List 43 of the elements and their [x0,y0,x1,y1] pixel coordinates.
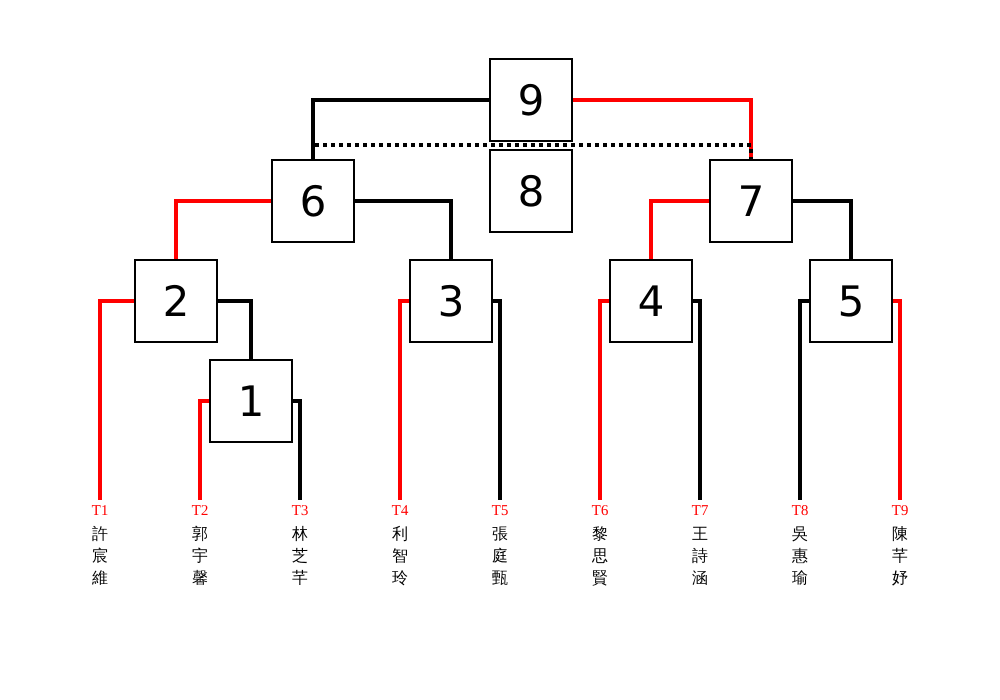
seed-label: T8 [792,503,808,520]
player-name: 黎思賢 [592,523,608,589]
match-box: 7 [709,159,793,243]
seed-label: T4 [392,503,408,520]
match-box: 8 [489,149,573,233]
bracket-line [355,199,453,259]
match-box: 1 [209,359,293,443]
bracket-line [98,299,134,500]
match-box: 9 [489,58,573,142]
dotted-connector [311,143,753,159]
match-box: 6 [271,159,355,243]
seed-label: T5 [492,503,508,520]
player-name: 林芝芊 [292,523,308,589]
bracket-line [198,399,209,500]
bracket-line [293,399,302,500]
seed-label: T9 [892,503,908,520]
player-name: 張庭甄 [492,523,508,589]
player-name: 吳惠瑜 [792,523,808,589]
bracket-line [798,299,809,500]
seed-label: T7 [692,503,708,520]
bracket-line [398,299,409,500]
bracket-line [893,299,902,500]
match-box: 5 [809,259,893,343]
player-name: 陳芊妤 [892,523,908,589]
bracket-line [693,299,702,500]
seed-label: T6 [592,503,608,520]
bracket-line [218,299,253,359]
bracket-line [174,199,271,259]
match-box: 2 [134,259,218,343]
bracket-line [598,299,609,500]
seed-label: T3 [292,503,308,520]
match-box: 3 [409,259,493,343]
player-name: 郭宇馨 [192,523,208,589]
seed-label: T2 [192,503,208,520]
bracket-line [649,199,709,259]
player-name: 利智玲 [392,523,408,589]
bracket-line [793,199,853,259]
match-box: 4 [609,259,693,343]
player-name: 許宸維 [92,523,108,589]
player-name: 王詩涵 [692,523,708,589]
seed-label: T1 [92,503,108,520]
bracket-line [573,98,753,159]
bracket-line [493,299,502,500]
